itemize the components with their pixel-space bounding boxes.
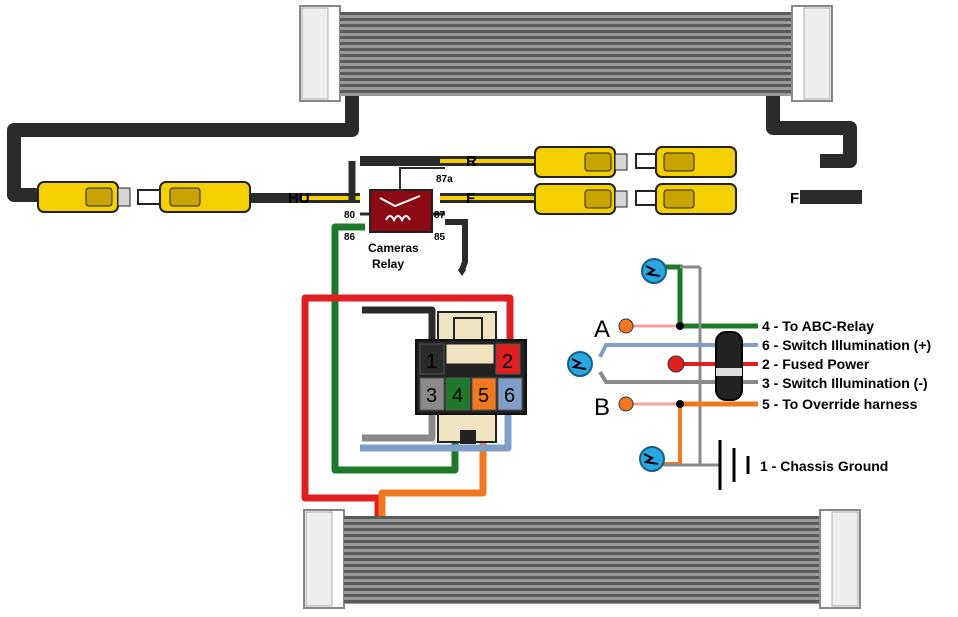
switch-terminal-a: A	[594, 316, 610, 343]
bulb-icon	[567, 351, 593, 377]
switch-terminal-b: B	[594, 394, 610, 421]
rca-plug-left-2	[137, 181, 251, 213]
rca-label-r: R	[466, 153, 477, 170]
bulb-icon	[641, 258, 667, 284]
junction-dots	[676, 322, 684, 408]
pin-85-label: 85	[434, 232, 446, 243]
connector-pin-1: 1	[426, 351, 437, 373]
cameras-relay	[360, 167, 468, 276]
connector-pin-4: 4	[452, 385, 463, 407]
rca-plug-r-2	[635, 146, 737, 178]
pin-80-label: 80	[344, 210, 356, 221]
rca-wires	[250, 156, 540, 203]
relay-label-line2: Relay	[372, 257, 404, 271]
pin-87a-label: 87a	[436, 174, 453, 185]
legend-item: 5 - To Override harness	[762, 396, 918, 412]
pin-86-label: 86	[344, 232, 356, 243]
legend-item: 1 - Chassis Ground	[760, 458, 888, 474]
connector-pin-3: 3	[426, 385, 437, 407]
legend-item: 2 - Fused Power	[762, 356, 870, 372]
legend-item: 3 - Switch Illumination (-)	[762, 375, 928, 391]
rca-plug-r-1	[534, 146, 628, 178]
bottom-ribbon-cable	[303, 509, 861, 609]
rca-plug-f-2	[635, 183, 737, 215]
relay-label-line1: Cameras	[368, 241, 419, 255]
rca-label-f-right: F	[790, 190, 799, 207]
rca-plug-f-1	[534, 183, 628, 215]
connector-block	[415, 311, 527, 444]
connector-pin-6: 6	[504, 385, 515, 407]
connector-pin-5: 5	[478, 385, 489, 407]
black-cables	[7, 96, 862, 204]
rocker-switch	[715, 331, 743, 401]
connector-pin-2: 2	[502, 351, 513, 373]
switch-terminals	[618, 318, 685, 412]
switch-wires	[598, 264, 758, 467]
legend-item: 4 - To ABC-Relay	[762, 318, 874, 334]
ground-symbol	[718, 440, 750, 490]
rca-label-hu: HU	[288, 190, 310, 207]
pin-87-label: 87	[434, 210, 446, 221]
top-ribbon-cable	[299, 5, 833, 102]
rca-plug-left-1	[37, 181, 131, 213]
rca-label-f: F	[466, 190, 475, 207]
legend-item: 6 - Switch Illumination (+)	[762, 337, 931, 353]
bulb-icon	[639, 446, 665, 472]
